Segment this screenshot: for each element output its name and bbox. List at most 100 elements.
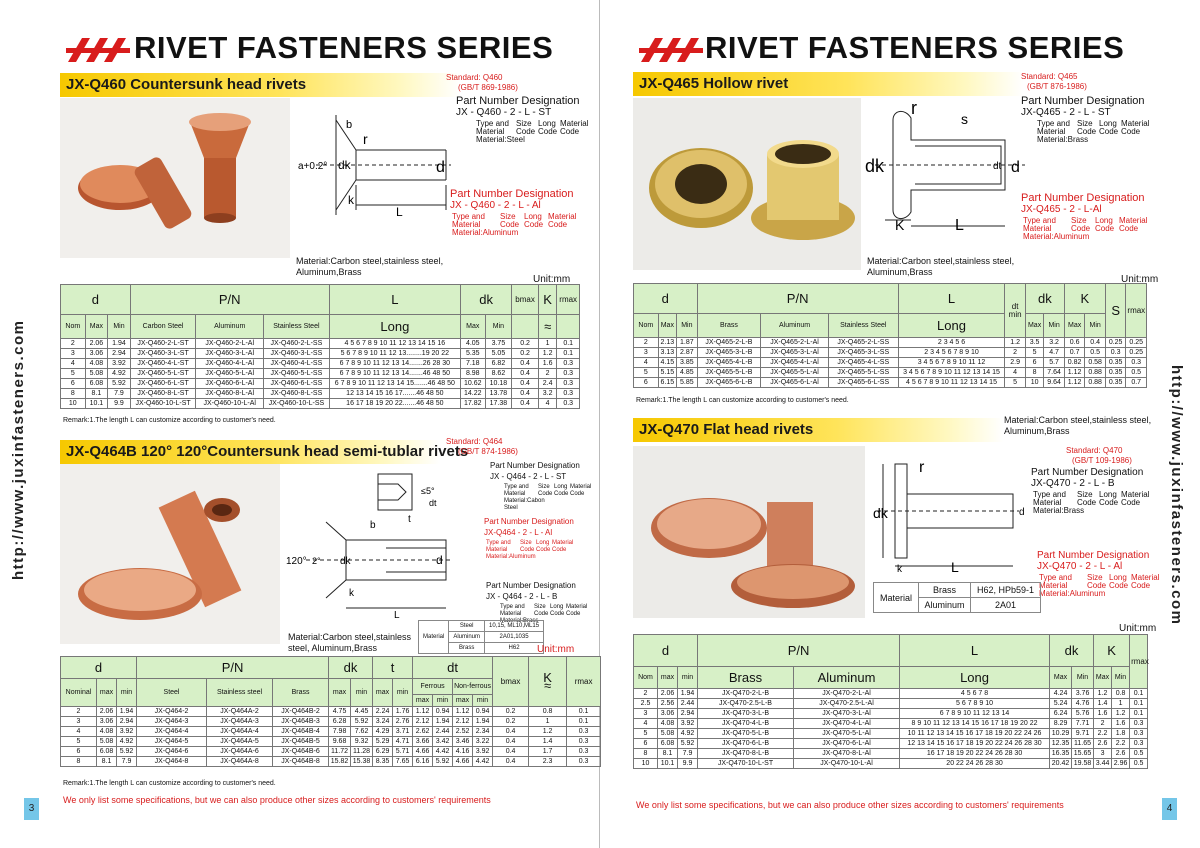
table-cell: 8.1 [84, 388, 109, 399]
table-cell: 0.35 [1104, 367, 1127, 378]
table-cell: 8.1 [96, 756, 117, 767]
svg-text:s: s [961, 111, 968, 127]
table-cell: JX-Q465-4-L-B [696, 357, 762, 368]
table-cell: JX-Q460-4-L-Al [195, 358, 265, 369]
table-cell: 16 17 18 19 20 22.......46 48 50 [328, 398, 461, 409]
table-cell: 1.2 [1093, 688, 1113, 699]
table-cell: 6.08 [657, 738, 678, 749]
table-cell: 3.92 [107, 358, 131, 369]
table-cell: 0.4 [492, 756, 530, 767]
table-cell: 4.05 [459, 338, 486, 349]
right-page: RIVET FASTENERS SERIES http://www.juxinf… [601, 0, 1200, 848]
table-cell: 5.7 [1043, 357, 1065, 368]
q470-pnd-aluminum: Part Number Designation JX-Q470 - 2 - L … [1037, 550, 1160, 598]
table-cell: 10 [60, 398, 86, 409]
table-cell: 2.44 [676, 698, 699, 709]
table-cell: 10 [633, 758, 658, 769]
table-cell: JX-Q465-2-L-Al [760, 337, 829, 348]
website-url-right[interactable]: http://www.juxinfasteners.com [1168, 365, 1185, 626]
website-url[interactable]: http://www.juxinfasteners.com [10, 319, 27, 580]
table-cell: 13.78 [484, 388, 513, 399]
table-cell: 5.92 [676, 738, 699, 749]
q460-label-dk: dk [338, 158, 352, 172]
table-cell: 3.2 [537, 388, 558, 399]
table-cell: 1.2 [1004, 337, 1026, 348]
table-cell: 2.12 [452, 716, 474, 727]
table-cell: 0.94 [472, 706, 494, 717]
jx-logo [66, 38, 130, 62]
table-cell: 4.45 [350, 706, 374, 717]
table-cell: 11.65 [1071, 738, 1095, 749]
svg-text:r: r [919, 459, 925, 476]
table-cell: JX-Q460-3-L-SS [263, 348, 330, 359]
table-cell: 0.4 [492, 746, 530, 757]
table-cell: JX-Q470-10-L-ST [697, 758, 795, 769]
table-cell: 2 [633, 337, 659, 348]
table-cell: JX-Q465-5-L-B [696, 367, 762, 378]
table-cell: 5 [633, 367, 659, 378]
q470-pnd: Part Number Designation JX-Q470 - 2 - L … [1031, 467, 1150, 515]
table-cell: JX-Q460-10-L-Al [195, 398, 265, 409]
q464-heading: JX-Q464B 120° 120°Countersunk head semi-… [60, 440, 468, 464]
table-cell: JX-Q460-5-L-SS [263, 368, 330, 379]
table-cell: 4.92 [115, 736, 138, 747]
table-cell: 0.1 [1129, 698, 1149, 709]
table-cell: 4.29 [372, 726, 394, 737]
table-cell: 9.64 [1043, 377, 1065, 388]
jx-logo-right [639, 38, 703, 62]
q460-standard: Standard: Q460(GB/T 869-1986) [446, 73, 518, 92]
table-cell: 5.08 [84, 368, 109, 379]
table-cell: 5 [1024, 347, 1045, 358]
table-cell: 17.82 [459, 398, 486, 409]
table-cell: 9.32 [350, 736, 374, 747]
svg-text:k: k [349, 588, 355, 599]
table-cell: 2.4 [537, 378, 558, 389]
table-cell: 2.96 [1111, 758, 1131, 769]
page-number-left: 3 [24, 798, 39, 820]
table-cell: JX-Q460-10-L-ST [129, 398, 197, 409]
table-cell: 0.35 [1104, 377, 1127, 388]
table-cell: 5.35 [459, 348, 486, 359]
table-cell: 0.4 [511, 388, 539, 399]
table-cell: 4.92 [676, 728, 699, 739]
table-cell: 2.2 [1093, 728, 1113, 739]
table-cell: 2.94 [115, 716, 138, 727]
table-cell: 8.62 [484, 368, 513, 379]
table-cell: 0.3 [566, 756, 602, 767]
table-cell: 2.6 [1093, 738, 1113, 749]
table-cell: 8 [60, 388, 86, 399]
table-cell: 0.3 [556, 388, 580, 399]
table-cell: 10 11 12 13 14 15 16 17 18 19 20 22 24 2… [899, 728, 1051, 739]
table-cell: JX-Q464-2 [136, 706, 208, 717]
q470-diagram: r dk d k L [873, 459, 1025, 575]
table-cell: 0.3 [556, 378, 580, 389]
table-cell: 0.3 [1104, 347, 1127, 358]
table-cell: 2.9 [1004, 357, 1026, 368]
table-cell: JX-Q470-2.5-L-Al [793, 698, 901, 709]
table-cell: 4 [537, 398, 558, 409]
table-cell: 4.85 [676, 367, 698, 378]
table-cell: 3.66 [412, 736, 434, 747]
table-cell: JX-Q460-2-L-SS [263, 338, 330, 349]
table-cell: 2 [60, 338, 86, 349]
q470-heading: JX-Q470 Flat head rivets [633, 418, 1003, 442]
table-cell: 8 [60, 756, 97, 767]
table-cell: 20 22 24 26 28 30 [899, 758, 1051, 769]
table-cell: 8.98 [459, 368, 486, 379]
table-cell: 0.4 [511, 378, 539, 389]
table-cell: 3.06 [84, 348, 109, 359]
table-cell: JX-Q470-10-L-Al [793, 758, 901, 769]
table-cell: 5.08 [96, 736, 117, 747]
table-cell: JX-Q464B-2 [272, 706, 330, 717]
series-title: RIVET FASTENERS SERIES [134, 30, 554, 65]
q464-k-head: K≈ [528, 656, 568, 707]
table-cell: 4.66 [452, 756, 474, 767]
table-cell: 8.1 [657, 748, 678, 759]
table-cell: 1.6 [1111, 718, 1131, 729]
